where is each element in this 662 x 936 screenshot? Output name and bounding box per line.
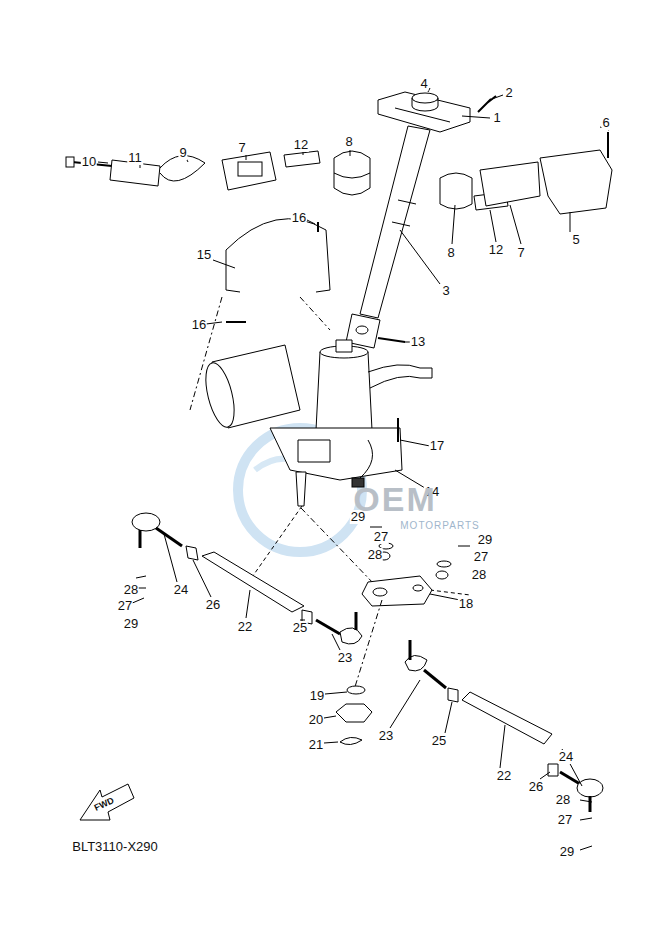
callout-number: 22 [237,620,253,634]
callout-number: 27 [373,530,389,544]
callout-number: 27 [473,550,489,564]
callout-number: 28 [367,548,383,562]
callout-number: 28 [555,793,571,807]
callout-number: 26 [528,780,544,794]
callout-number: 29 [477,533,493,547]
callout-number: 11 [127,151,143,165]
callout-number: 18 [458,597,474,611]
callout-number: 12 [488,243,504,257]
callout-number: 25 [431,734,447,748]
callout-number: 27 [117,599,133,613]
callout-number: 8 [446,246,455,260]
callout-number: 6 [601,116,610,130]
callout-number: 5 [571,233,580,247]
callout-number: 24 [173,583,189,597]
callout-number: 23 [378,729,394,743]
callout-number: 28 [123,583,139,597]
callout-number: 23 [337,651,353,665]
callout-number: 24 [558,750,574,764]
callout-number: 4 [419,77,428,91]
callout-number: 28 [471,568,487,582]
callout-number: 27 [557,813,573,827]
callout-number: 25 [292,621,308,635]
callout-number: 19 [309,689,325,703]
callout-number: 8 [344,135,353,149]
callout-number: 9 [178,146,187,160]
callout-number: 29 [123,617,139,631]
watermark: OEM [352,482,437,516]
callout-number: 10 [81,155,97,169]
callout-number: 21 [308,738,324,752]
callout-number: 1 [492,111,501,125]
callout-number: 7 [516,246,525,260]
callout-number: 7 [237,141,246,155]
callout-number: 17 [429,439,445,453]
callout-number: 16 [191,318,207,332]
callout-number: 26 [205,598,221,612]
watermark: MOTORPARTS [399,520,480,531]
callout-number: 2 [504,86,513,100]
callout-number: 29 [559,845,575,859]
callout-number: 3 [441,284,450,298]
callout-number: 12 [293,138,309,152]
diagram-code: BLT3110-X290 [71,840,159,854]
callout-number: 16 [291,211,307,225]
callout-number: 22 [496,769,512,783]
callout-number: 13 [410,335,426,349]
callout-number: 20 [308,713,324,727]
callout-number: 15 [196,248,212,262]
